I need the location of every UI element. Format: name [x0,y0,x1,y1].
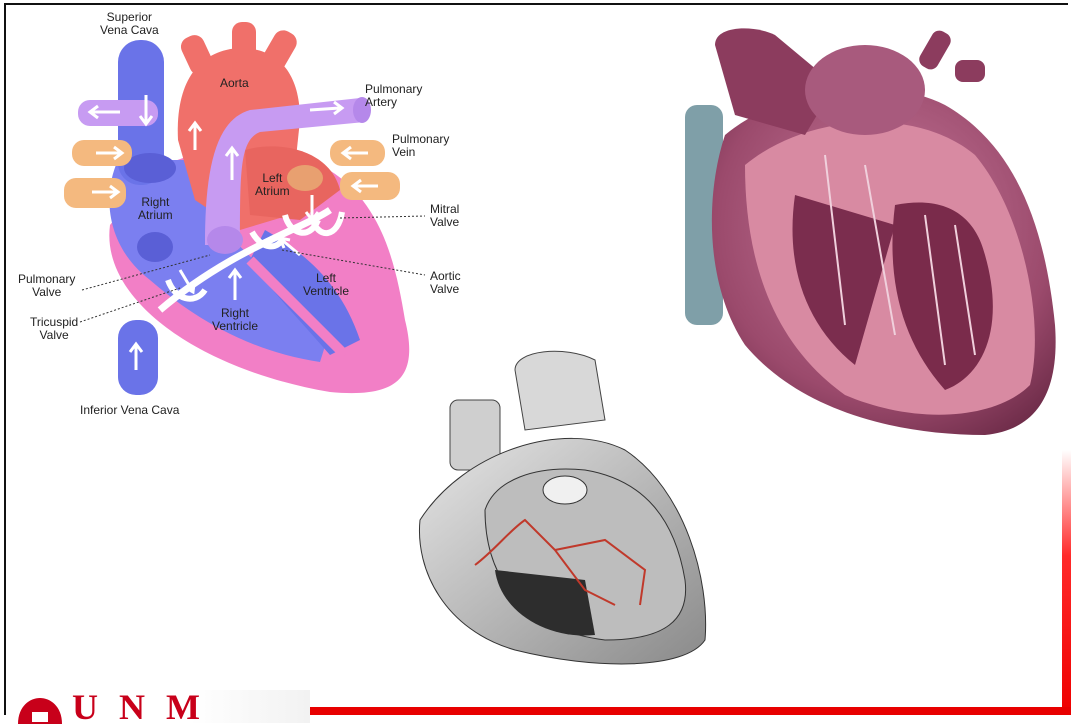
inferior-vena-cava [118,320,158,395]
slide-accent-bottom [300,707,1071,715]
pulmonary-valve-ring [207,226,243,254]
unm-logo-icon [14,694,66,724]
pulmonary-vein-opening [287,165,323,191]
engraved-heart-image [405,340,715,675]
label-aorta: Aorta [220,77,249,90]
pulmonary-trunk [805,45,925,135]
unm-logo-text: U N M [72,687,206,727]
slide-accent-right [1062,450,1071,715]
ivc-opening [137,232,173,262]
vessel-branch-2 [955,60,985,82]
vessel-branch-1 [916,28,953,73]
vena-cava-opening [124,153,176,183]
label-inferior-vena-cava: Inferior Vena Cava [80,404,179,417]
engraved-valve [543,476,587,504]
engraved-aorta [515,351,605,430]
realistic-heart-image [685,25,1070,445]
aorta-branch-2 [232,22,256,64]
